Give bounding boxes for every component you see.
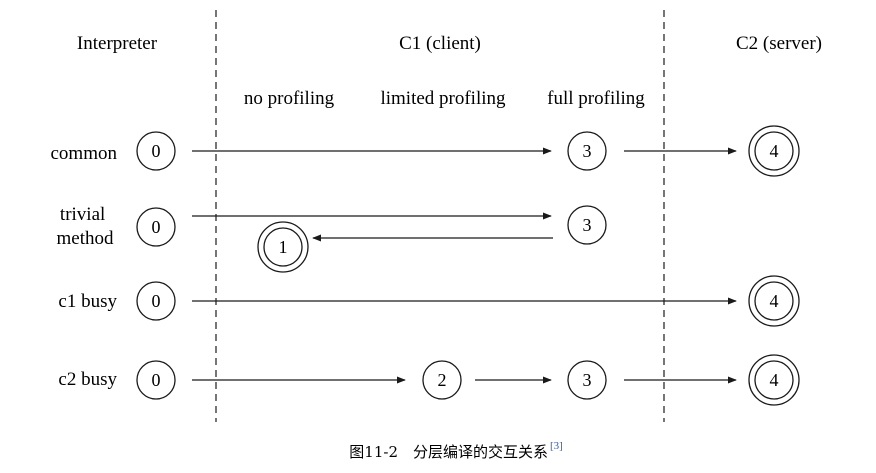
level-node-terminal: 4: [748, 275, 800, 327]
caption-reference[interactable]: [3]: [550, 440, 563, 452]
subtier-label-limited-profiling: limited profiling: [380, 88, 506, 109]
row-label-common: common: [51, 143, 118, 164]
level-node: 0: [136, 281, 176, 321]
row-trivial-method: 0 3 1: [136, 205, 607, 273]
svg-text:0: 0: [152, 217, 161, 237]
svg-text:3: 3: [583, 370, 592, 390]
row-label-c1-busy: c1 busy: [58, 291, 117, 312]
svg-text:3: 3: [583, 141, 592, 161]
level-node: 0: [136, 131, 176, 171]
svg-text:3: 3: [583, 215, 592, 235]
svg-text:4: 4: [770, 141, 779, 161]
subtier-label-no-profiling: no profiling: [244, 88, 335, 109]
row-label-trivial-method: trivial method: [57, 204, 114, 249]
svg-text:0: 0: [152, 291, 161, 311]
svg-text:0: 0: [152, 141, 161, 161]
level-node-terminal: 4: [748, 354, 800, 406]
level-node: 0: [136, 207, 176, 247]
level-node: 3: [567, 205, 607, 245]
tier-label-c2: C2 (server): [736, 33, 822, 54]
subtier-label-full-profiling: full profiling: [547, 88, 645, 109]
level-node: 0: [136, 360, 176, 400]
tier-label-c1: C1 (client): [399, 33, 481, 54]
level-node: 3: [567, 360, 607, 400]
svg-text:2: 2: [438, 370, 447, 390]
level-node: 3: [567, 131, 607, 171]
tier-label-interpreter: Interpreter: [77, 33, 158, 54]
row-c2-busy: 0 2 3 4: [136, 354, 800, 406]
svg-text:4: 4: [770, 370, 779, 390]
row-c1-busy: 0 4: [136, 275, 800, 327]
svg-text:0: 0: [152, 370, 161, 390]
level-node-terminal: 1: [257, 221, 309, 273]
row-common: 0 3 4: [136, 125, 800, 177]
level-node-terminal: 4: [748, 125, 800, 177]
row-label-c2-busy: c2 busy: [58, 369, 117, 390]
svg-text:1: 1: [279, 237, 288, 257]
svg-text:4: 4: [770, 291, 779, 311]
level-node: 2: [422, 360, 462, 400]
figure-caption: 图11-2 分层编译的交互关系: [349, 443, 548, 461]
